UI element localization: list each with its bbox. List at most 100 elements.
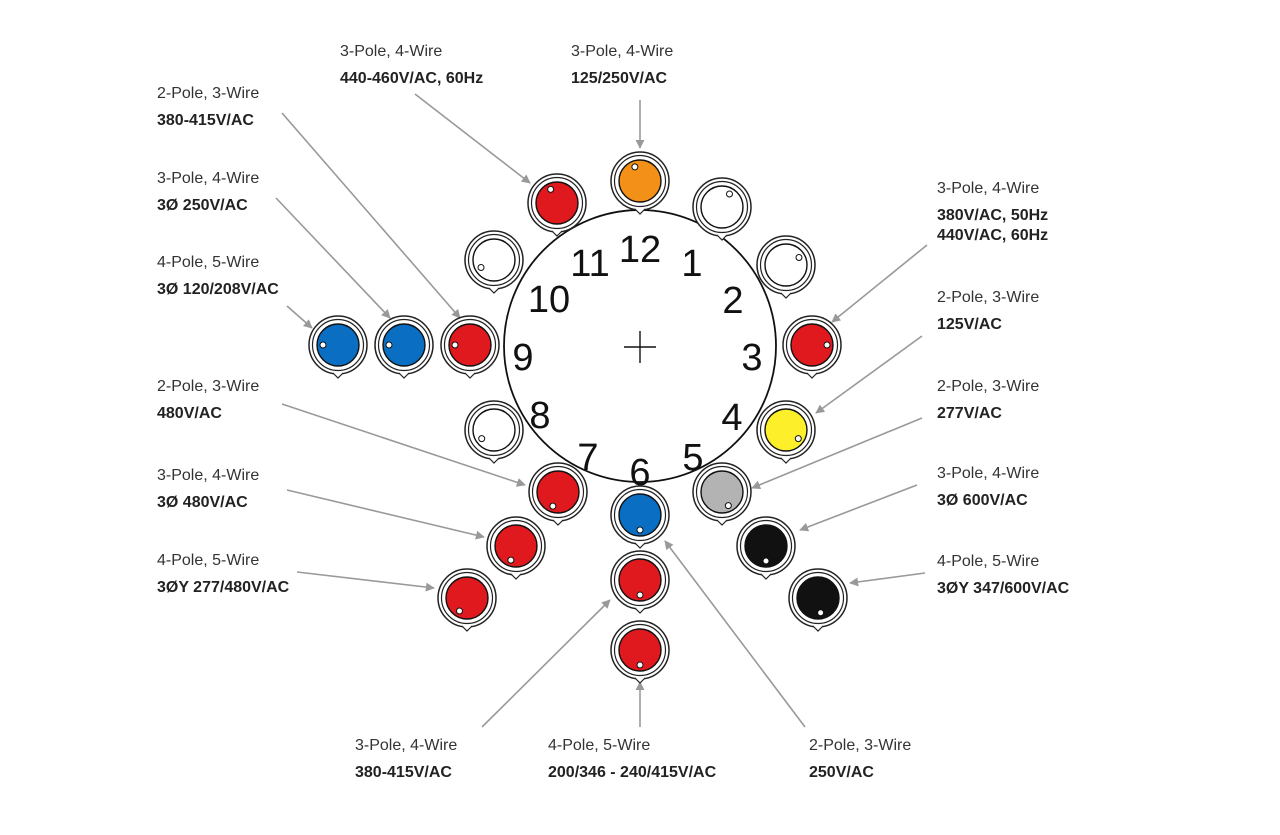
receptacle-ring <box>440 571 494 625</box>
receptacle-ring <box>443 318 497 372</box>
leader-arrow <box>815 335 923 414</box>
receptacle-black <box>788 568 848 632</box>
receptacle-white <box>464 230 524 294</box>
receptacle-face <box>535 181 579 225</box>
receptacle-face <box>700 185 744 229</box>
receptacle-face <box>700 470 744 514</box>
receptacle-face <box>618 159 662 203</box>
receptacle-ring <box>530 176 584 230</box>
pole-wire-text: 2-Pole, 3-Wire <box>157 378 259 395</box>
receptacle-blue <box>308 315 368 379</box>
leader-arrow <box>281 403 526 487</box>
receptacle-face <box>536 470 580 514</box>
voltage-text: 250V/AC <box>809 764 874 781</box>
hour-1: 1 <box>681 243 702 285</box>
voltage-text: 3ØY 277/480V/AC <box>157 579 290 596</box>
ground-pin <box>319 341 327 349</box>
ground-pin <box>823 341 831 349</box>
ground-pin <box>631 163 639 171</box>
receptacle-ring <box>489 519 543 573</box>
voltage-text: 3Ø 600V/AC <box>937 492 1028 509</box>
receptacle-yellow <box>756 400 816 464</box>
receptacle-ring <box>791 571 845 625</box>
ground-pin <box>507 556 515 564</box>
receptacle-red <box>610 550 670 614</box>
receptacle-key <box>398 372 410 379</box>
pole-wire-text: 4-Pole, 5-Wire <box>548 737 650 754</box>
receptacle-blue <box>374 315 434 379</box>
ground-pin <box>636 526 644 534</box>
receptacle-face <box>618 493 662 537</box>
hour-10: 10 <box>528 279 570 321</box>
receptacle-key <box>760 573 772 580</box>
receptacle-ring <box>311 318 365 372</box>
pole-wire-text: 4-Pole, 5-Wire <box>157 552 259 569</box>
pole-wire-text: 3-Pole, 4-Wire <box>157 170 259 187</box>
leader-arrow <box>799 484 918 532</box>
receptacle-key <box>332 372 344 379</box>
voltage-text: 380-415V/AC <box>355 764 452 781</box>
receptacle-gray <box>692 462 752 526</box>
receptacles <box>308 151 848 684</box>
pole-wire-text: 3-Pole, 4-Wire <box>937 465 1039 482</box>
ground-pin <box>636 591 644 599</box>
receptacle-red <box>486 516 546 580</box>
receptacle-face <box>744 524 788 568</box>
hour-8: 8 <box>529 395 550 437</box>
receptacle-ring <box>695 180 749 234</box>
receptacle-face <box>316 323 360 367</box>
receptacle-face <box>796 576 840 620</box>
voltage-text: 380V/AC, 50Hz <box>937 207 1048 224</box>
receptacle-key <box>780 457 792 464</box>
pole-wire-text: 4-Pole, 5-Wire <box>157 254 259 271</box>
receptacle-key <box>551 230 563 237</box>
receptacle-key <box>634 208 646 215</box>
receptacle-key <box>780 292 792 299</box>
voltage-text: 3Ø 250V/AC <box>157 197 248 214</box>
hour-9: 9 <box>512 337 533 379</box>
receptacle-key <box>806 372 818 379</box>
leader-arrow <box>481 599 611 728</box>
receptacle-key <box>461 625 473 632</box>
pole-wire-text: 3-Pole, 4-Wire <box>355 737 457 754</box>
receptacle-key <box>488 457 500 464</box>
voltage-text: 125V/AC <box>937 316 1002 333</box>
voltage-text: 480V/AC <box>157 405 222 422</box>
receptacle-face <box>382 323 426 367</box>
leader-arrow <box>831 244 928 323</box>
pole-wire-text: 3-Pole, 4-Wire <box>340 43 442 60</box>
receptacle-red <box>527 173 587 237</box>
leader-arrow <box>275 197 391 319</box>
label-2p-480: 2-Pole, 3-Wire 480V/AC <box>157 378 259 422</box>
voltage-text: 440-460V/AC, 60Hz <box>340 70 483 87</box>
receptacle-ring <box>759 403 813 457</box>
receptacle-face <box>448 323 492 367</box>
hour-7: 7 <box>577 437 598 479</box>
receptacle-red <box>782 315 842 379</box>
ground-pin <box>456 607 463 615</box>
ground-pin <box>549 502 557 510</box>
ground-pin <box>817 609 825 617</box>
receptacle-face <box>494 524 538 568</box>
receptacle-ring <box>467 233 521 287</box>
receptacle-ring <box>613 488 667 542</box>
hour-3: 3 <box>741 337 762 379</box>
pole-wire-text: 2-Pole, 3-Wire <box>937 378 1039 395</box>
receptacle-white <box>464 400 524 464</box>
hour-2: 2 <box>722 280 743 322</box>
receptacle-ring <box>467 403 521 457</box>
receptacle-face <box>764 408 808 452</box>
receptacle-red <box>528 462 588 526</box>
label-3p-380b: 3-Pole, 4-Wire 380-415V/AC <box>355 737 457 781</box>
ground-pin <box>478 435 486 443</box>
hour-11: 11 <box>570 243 609 285</box>
